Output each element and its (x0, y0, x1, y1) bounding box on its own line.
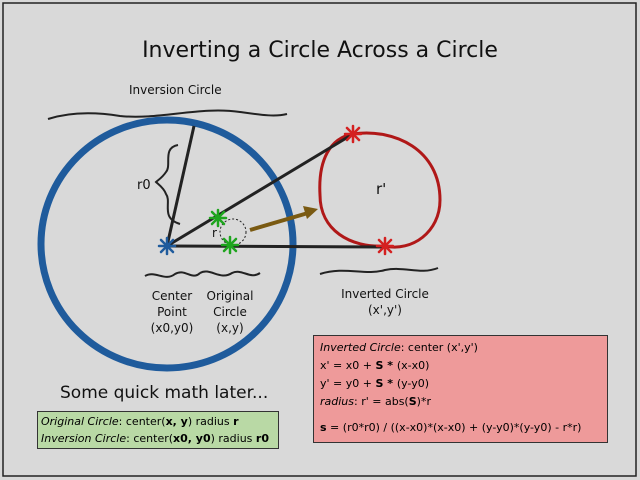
inverted-point-star-lower (375, 236, 395, 256)
s-formula: s = (r0*r0) / ((x-x0)*(x-x0) + (y-y0)*(y… (320, 421, 582, 434)
mapping-arrow-head (303, 206, 318, 219)
radius-r0-line (165, 125, 196, 247)
inversion-circle (37, 116, 297, 372)
inversion-circle-label: Inversion Circle (129, 83, 222, 97)
inverted-circle-caption: Inverted Circle (x',y') (332, 286, 438, 318)
caption-line: Circle (213, 305, 247, 319)
inverted-circle-formula-box: Inverted Circle: center (x',y') x' = x0 … (313, 335, 608, 443)
r-prime-label: r' (376, 180, 387, 198)
original-point-star-upper (208, 208, 228, 228)
caption-line: (x,y) (216, 321, 244, 335)
x-prime-formula: x' = x0 + S * (x-x0) (320, 359, 430, 372)
caption-line: Point (157, 305, 187, 319)
diagram-title: Inverting a Circle Across a Circle (142, 38, 498, 63)
caption-line: Inverted Circle (341, 287, 429, 301)
spacer (320, 411, 601, 419)
center-caption-brace (144, 271, 201, 278)
original-vs-inversion-box: Original Circle: center(x, y) radius r I… (37, 411, 279, 449)
mapping-arrow-shaft (249, 211, 309, 232)
caption-line: Center (151, 289, 193, 303)
caption-line: Original (206, 289, 254, 303)
original-point-star-lower (220, 235, 240, 255)
inversion-label-brace (47, 109, 288, 120)
inverted-circle-center-line: Inverted Circle: center (x',y') (320, 341, 478, 354)
caption-line: (x',y') (368, 303, 402, 317)
inverted-point-star-upper (343, 124, 363, 144)
center-point-star (157, 236, 177, 256)
r0-label: r0 (137, 178, 151, 193)
inversion-circle-definition: Inversion Circle: center(x0, y0) radius … (41, 432, 270, 445)
center-point-caption: Center Point (x0,y0) (142, 288, 202, 336)
upper-tangent-line (166, 132, 354, 248)
r0-brace (154, 144, 181, 225)
y-prime-formula: y' = y0 + S * (y-y0) (320, 377, 430, 390)
quick-math-heading: Some quick math later... (60, 383, 269, 403)
original-caption-brace (199, 270, 261, 277)
inverted-caption-brace (319, 267, 439, 275)
r-label: r (212, 226, 217, 240)
caption-line: (x0,y0) (150, 321, 194, 335)
original-circle-caption: Original Circle (x,y) (200, 288, 260, 336)
lower-line (166, 244, 386, 249)
original-circle-definition: Original Circle: center(x, y) radius r (41, 415, 239, 428)
radius-formula: radius: r' = abs(S)*r (320, 395, 431, 408)
